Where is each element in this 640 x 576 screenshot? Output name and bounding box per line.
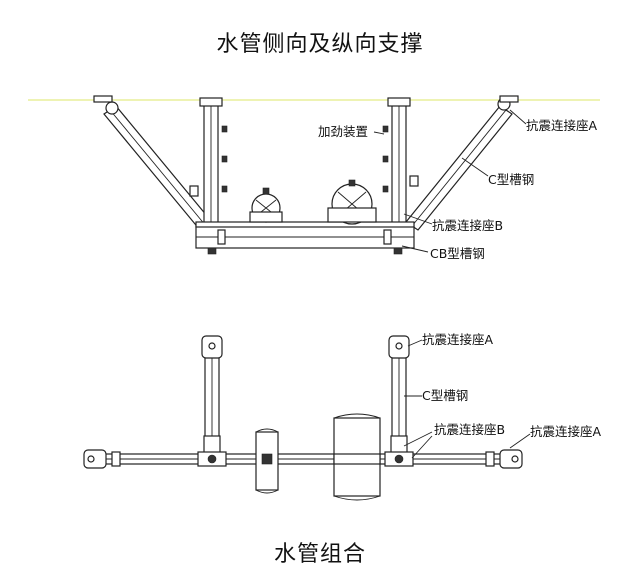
bottom-diagram-title: 水管组合	[273, 542, 366, 567]
left-diagonal-brace	[93, 95, 213, 231]
right-vertical-channel	[382, 97, 411, 227]
leader-lines-top	[373, 109, 527, 253]
label-seat-b-bottom: 抗震连接座B	[434, 422, 505, 437]
left-vertical-member	[197, 335, 227, 467]
large-pipe-clamp	[327, 179, 377, 225]
label-cb-channel: CB型槽钢	[430, 246, 485, 261]
small-pipe	[255, 428, 279, 494]
horizontal-channel	[99, 453, 507, 465]
label-seat-b-top: 抗震连接座B	[432, 218, 503, 233]
bottom-cb-channel	[195, 221, 415, 255]
stiffener-device	[189, 175, 419, 197]
top-diagram-title: 水管侧向及纵向支撑	[216, 32, 424, 57]
label-seat-a-bottom-right: 抗震连接座A	[530, 424, 602, 439]
label-c-channel-bottom: C型槽钢	[422, 388, 468, 403]
label-stiffener: 加劲装置	[318, 124, 368, 139]
right-diagonal-brace	[405, 95, 519, 231]
combination-view-diagram: 抗震连接座A C型槽钢 抗震连接座B 抗震连接座A	[83, 332, 602, 501]
large-pipe	[333, 413, 381, 501]
leader-lines-bottom	[403, 339, 531, 459]
label-seat-a-top: 抗震连接座A	[526, 118, 598, 133]
small-pipe-clamp	[249, 187, 283, 223]
right-end-seat	[485, 449, 523, 469]
left-end-seat	[83, 449, 121, 469]
right-vertical-member	[384, 335, 414, 467]
side-view-diagram: 加劲装置 抗震连接座A C型槽钢 抗震连接座B CB型槽钢	[28, 95, 600, 261]
left-vertical-channel	[199, 97, 228, 227]
label-seat-a-bottom: 抗震连接座A	[422, 332, 494, 347]
label-c-channel-top: C型槽钢	[488, 172, 534, 187]
